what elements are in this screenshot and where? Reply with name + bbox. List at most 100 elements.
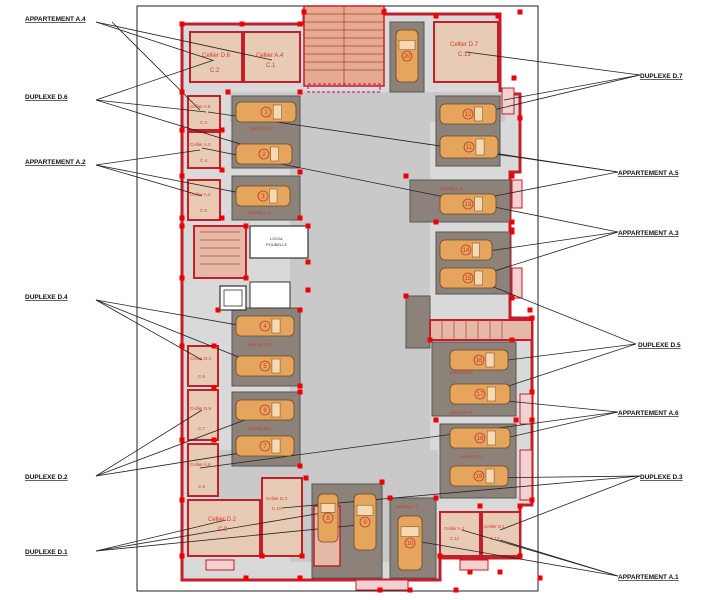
parking-d4-label: parking D.4 bbox=[248, 342, 272, 347]
survey-marker bbox=[179, 173, 185, 179]
callout-appartement-a2: APPARTEMENT A.2 bbox=[25, 159, 86, 166]
car-windshield bbox=[474, 106, 483, 122]
car-windshield bbox=[486, 386, 496, 402]
stair-west bbox=[193, 225, 247, 279]
car-windshield bbox=[486, 430, 496, 446]
callout-appartement-a6: APPARTEMENT A.6 bbox=[618, 410, 679, 417]
survey-marker bbox=[437, 553, 443, 559]
cellar-d7-code: C.13 bbox=[458, 52, 471, 58]
survey-marker bbox=[453, 587, 459, 593]
cellar-a6-code: C.8 bbox=[198, 484, 206, 489]
survey-marker bbox=[211, 343, 217, 349]
cellar-d3 bbox=[261, 477, 303, 557]
survey-marker bbox=[297, 463, 303, 469]
parking-a5-label: parking A.5 bbox=[440, 186, 463, 191]
cellar-a2 bbox=[187, 179, 221, 221]
survey-marker bbox=[297, 215, 303, 221]
survey-marker bbox=[529, 497, 535, 503]
spot-number: 11 bbox=[466, 145, 473, 151]
cellar-labels: Cellier D.6 C.2 Cellier A.4 C.1 Cellier … bbox=[190, 42, 506, 541]
local-poubelle-line1: LOCAL bbox=[270, 236, 284, 241]
cellar-d2-name: Cellier D.2 bbox=[208, 517, 237, 523]
spot-number-ring bbox=[259, 360, 271, 372]
parking-d5-label: parking D.5 bbox=[450, 370, 474, 375]
survey-marker bbox=[407, 587, 413, 593]
callout-labels: APPARTEMENT A.4 DUPLEXE D.6 APPARTEMENT … bbox=[25, 16, 683, 581]
survey-marker bbox=[179, 89, 185, 95]
survey-marker bbox=[179, 343, 185, 349]
car-windshield bbox=[398, 40, 416, 51]
spot-number: 5 bbox=[263, 364, 267, 370]
entrance-ramp bbox=[303, 5, 385, 93]
car-windshield bbox=[475, 138, 485, 156]
survey-marker bbox=[517, 9, 523, 15]
spot-number-ring bbox=[462, 198, 474, 210]
cellar-a6-name: Cellier A.6 bbox=[190, 462, 211, 467]
cellar-d4-code: C.6 bbox=[198, 374, 206, 379]
survey-marker bbox=[239, 21, 245, 27]
local-poubelle-room bbox=[249, 225, 309, 259]
stair-east bbox=[429, 319, 533, 341]
survey-marker bbox=[215, 307, 221, 313]
survey-marker bbox=[219, 127, 225, 133]
survey-marker bbox=[259, 553, 265, 559]
local-poubelle-line2: POUBELLE bbox=[266, 242, 287, 247]
spot-number: 15 bbox=[465, 276, 472, 282]
survey-marker bbox=[179, 215, 185, 221]
survey-marker bbox=[509, 227, 515, 233]
cellar-a3-code: C.4 bbox=[200, 158, 208, 163]
survey-marker bbox=[433, 13, 439, 19]
stairwells bbox=[193, 225, 533, 567]
spot-number-ring bbox=[359, 516, 371, 528]
survey-marker bbox=[433, 495, 439, 501]
cellar-d6-name: Cellier D.6 bbox=[202, 53, 231, 59]
survey-marker bbox=[377, 587, 383, 593]
spot-number-ring bbox=[258, 148, 270, 160]
survey-marker bbox=[243, 223, 249, 229]
survey-marker bbox=[433, 417, 439, 423]
survey-marker bbox=[243, 575, 249, 581]
spot-number: 4 bbox=[263, 324, 267, 330]
callout-duplexe-d2: DUPLEXE D.2 bbox=[25, 474, 68, 481]
ventilation-grates bbox=[205, 87, 533, 591]
survey-marker bbox=[179, 223, 185, 229]
survey-marker bbox=[179, 127, 185, 133]
survey-marker bbox=[467, 569, 473, 575]
spot-number-ring bbox=[259, 440, 271, 452]
callout-duplexe-d3: DUPLEXE D.3 bbox=[640, 474, 683, 481]
survey-marker bbox=[529, 417, 535, 423]
spot-number: 7 bbox=[263, 444, 267, 450]
survey-marker bbox=[301, 9, 307, 15]
survey-marker bbox=[305, 259, 311, 265]
spot-number: 16 bbox=[476, 358, 483, 364]
cellar-d7-name: Cellier D.7 bbox=[450, 42, 479, 48]
survey-marker bbox=[537, 575, 543, 581]
spot-number-ring bbox=[473, 354, 485, 366]
cellar-a1 bbox=[439, 511, 481, 557]
cellar-d2 bbox=[187, 499, 261, 557]
survey-marker bbox=[211, 437, 217, 443]
survey-marker bbox=[529, 389, 535, 395]
spot-number-ring bbox=[401, 50, 413, 62]
survey-marker bbox=[297, 89, 303, 95]
spot-number-ring bbox=[257, 190, 269, 202]
callout-duplexe-d7: DUPLEXE D.7 bbox=[640, 73, 683, 80]
cellar-d1-name: Cellier D.1 bbox=[484, 524, 506, 529]
car-windshield bbox=[356, 504, 374, 516]
car-windshield bbox=[474, 196, 483, 212]
callout-duplexe-d5: DUPLEXE D.5 bbox=[638, 342, 681, 349]
cellar-d1-code: C.12 bbox=[490, 536, 500, 541]
spot-number-ring bbox=[474, 432, 486, 444]
survey-marker bbox=[219, 215, 225, 221]
survey-marker bbox=[509, 337, 515, 343]
cellar-a3-name: Cellier A.3 bbox=[190, 142, 211, 147]
spot-number-ring bbox=[322, 512, 334, 524]
survey-marker bbox=[427, 337, 433, 343]
car-windshield bbox=[271, 318, 281, 334]
survey-marker bbox=[219, 167, 225, 173]
survey-marker bbox=[179, 437, 185, 443]
survey-marker bbox=[179, 275, 185, 281]
spot-number: 8 bbox=[326, 516, 330, 522]
